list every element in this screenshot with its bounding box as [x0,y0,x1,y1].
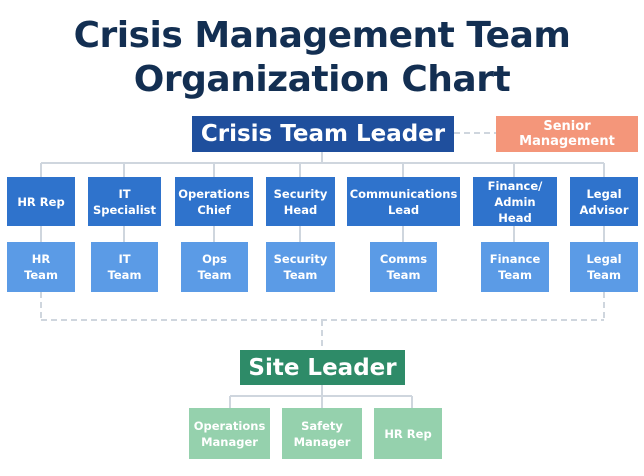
role-box-communications-lead: Communications Lead [347,177,460,226]
role-box-it-specialist: IT Specialist [88,177,161,226]
role-box-operations-chief: Operations Chief [175,177,253,226]
chart-title-line-2: Organization Chart [133,59,511,100]
team-box-comms: Comms Team [370,242,437,292]
team-box-security: Security Team [266,242,335,292]
senior-management-box: Senior Management [496,116,638,152]
site-child-hr-rep: HR Rep [374,408,442,459]
role-box-hr-rep: HR Rep [7,177,75,226]
crisis-team-leader-box: Crisis Team Leader [192,116,454,152]
team-box-hr: HR Team [7,242,75,292]
team-box-ops: Ops Team [181,242,248,292]
team-box-finance: Finance Team [481,242,549,292]
site-leader-box: Site Leader [240,350,405,385]
site-child-operations-manager: Operations Manager [189,408,270,459]
team-box-legal: Legal Team [570,242,638,292]
team-box-it: IT Team [91,242,158,292]
site-child-safety-manager: Safety Manager [282,408,362,459]
chart-title-line-1: Crisis Management Team [73,15,571,56]
role-box-security-head: Security Head [266,177,335,226]
role-box-legal-advisor: Legal Advisor [570,177,638,226]
role-box-finance-admin-head: Finance/ Admin Head [473,177,557,226]
